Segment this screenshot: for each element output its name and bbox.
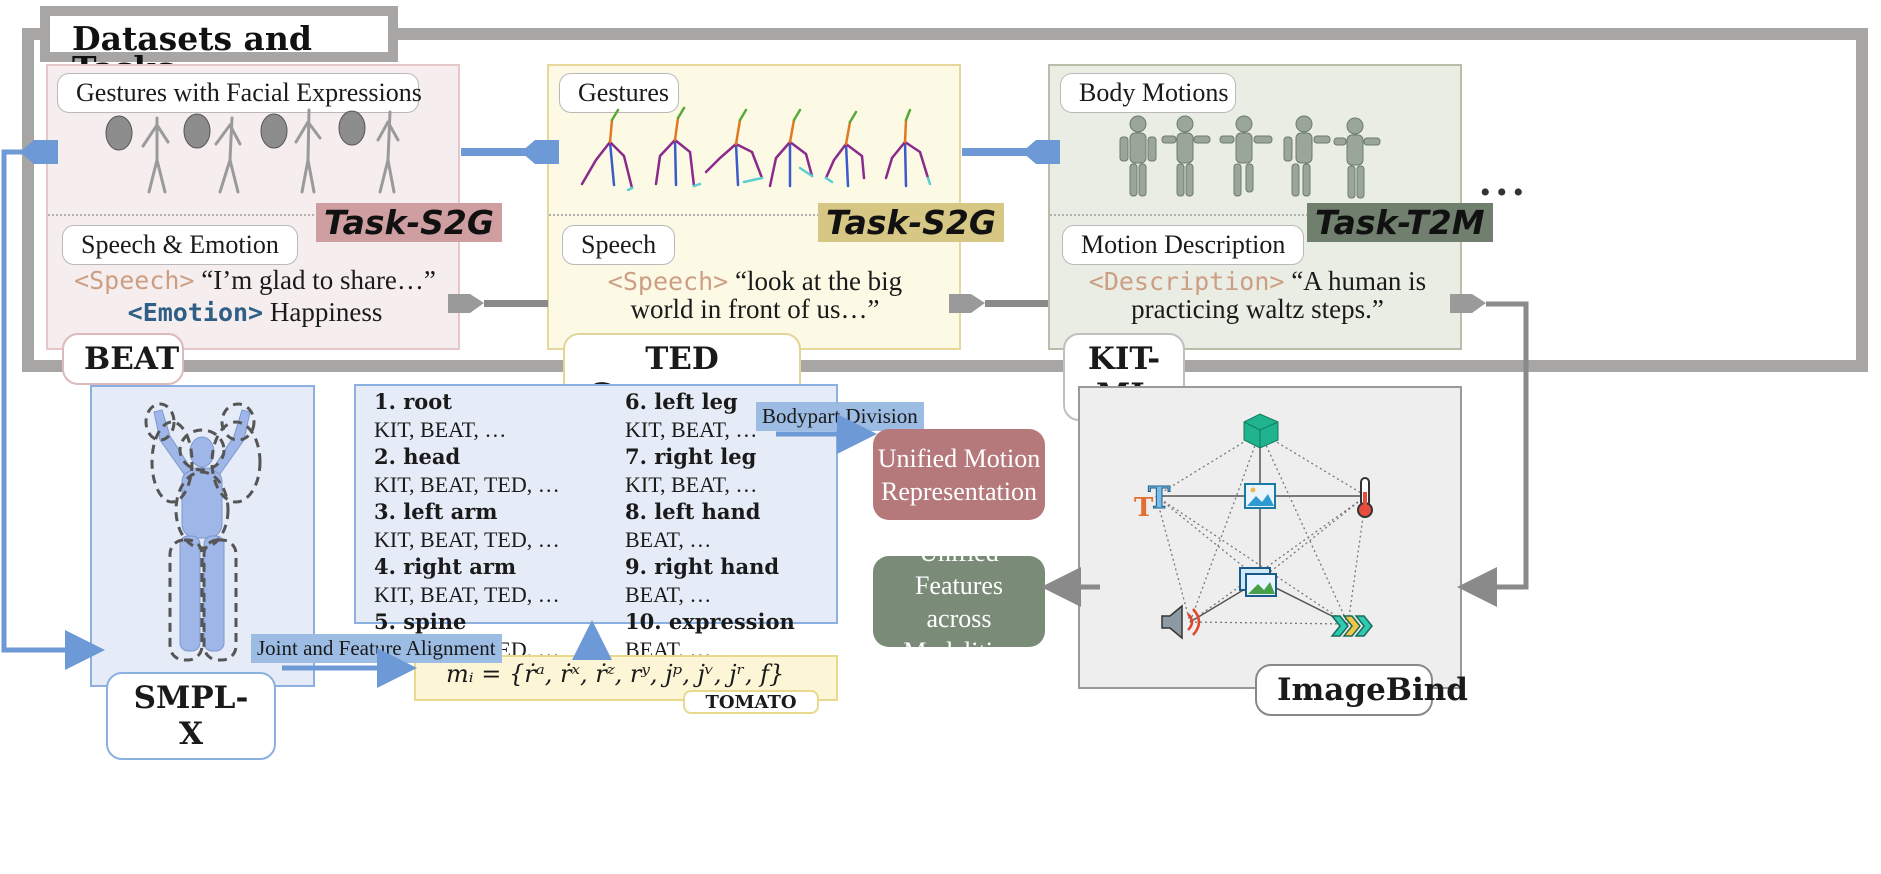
ted-speech-line-2: world in front of us…”: [630, 294, 880, 324]
ted-top-label: Gestures: [559, 73, 679, 113]
kit-bottom-label: Motion Description: [1062, 225, 1305, 265]
speech-tag: <Speech>: [74, 266, 195, 295]
smplx-label: SMPL-X: [106, 672, 276, 760]
bodypart-division-label: Bodypart Division: [756, 402, 924, 431]
beat-speech-line: <Speech> “I’m glad to share…”: [60, 265, 450, 296]
kit-desc-line-2: practicing waltz steps.”: [1131, 294, 1384, 324]
ted-speech-line-1: <Speech> “look at the big: [560, 266, 950, 297]
tomato-label: TOMATO: [683, 690, 819, 714]
ted-bottom-label: Speech: [562, 225, 676, 265]
kit-divider: [1050, 214, 1460, 216]
emotion-text: Happiness: [269, 297, 383, 327]
beat-bottom-label: Speech & Emotion: [62, 225, 298, 265]
speech-text: “I’m glad to share…”: [201, 265, 436, 295]
imagebind-label: ImageBind: [1255, 664, 1468, 716]
ted-task-badge: Task-S2G: [818, 203, 1004, 242]
joint-alignment-label: Joint and Feature Alignment: [251, 634, 502, 663]
beat-top-label: Gestures with Facial Expressions: [57, 73, 422, 113]
beat-task-badge: Task-S2G: [316, 203, 502, 242]
beat-dataset-label: BEAT: [62, 333, 184, 385]
section-title: Datasets and Tasks: [40, 6, 398, 85]
speech-text-1: “look at the big: [734, 266, 903, 296]
desc-text-1: “A human is: [1291, 266, 1427, 296]
kit-task-badge: Task-T2M: [1307, 203, 1493, 242]
kit-desc-line-1: <Description> “A human is: [1060, 266, 1455, 297]
beat-divider: [48, 214, 458, 216]
speech-tag: <Speech>: [607, 267, 729, 296]
kit-top-label: Body Motions: [1060, 73, 1236, 113]
ted-divider: [549, 214, 959, 216]
emotion-tag: <Emotion>: [127, 298, 264, 327]
beat-emotion-line: <Emotion> Happiness: [60, 297, 450, 328]
description-tag: <Description>: [1088, 267, 1285, 296]
more-datasets-ellipsis: •••: [1480, 176, 1530, 209]
imagebind-panel: [1078, 386, 1462, 689]
motion-formula: mᵢ = {ṙᵃ, ṙˣ, ṙᶻ, rʸ, jᵖ, jᵛ, jʳ, f}: [446, 660, 785, 688]
